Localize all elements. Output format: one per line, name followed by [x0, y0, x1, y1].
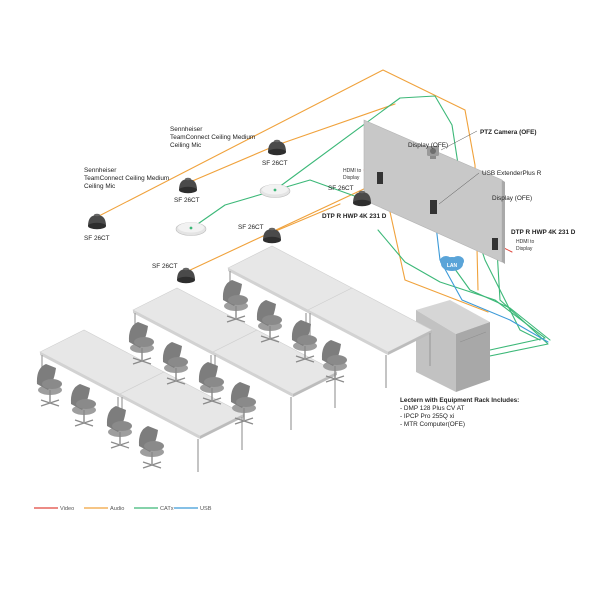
audio-cable-spk4 [270, 203, 341, 234]
diagram-labels: Sennheiser TeamConnect Ceiling Medium Ce… [84, 126, 576, 428]
catx-cable-dtp-right [479, 249, 549, 359]
speaker-2-label: SF 26CT [174, 197, 200, 204]
display-left-label: Display (OFE) [408, 142, 448, 149]
mic-right-label-line2: TeamConnect Ceiling Medium [170, 134, 255, 141]
display-wall: LAN [363, 119, 505, 271]
lan-label: LAN [447, 263, 458, 269]
mic-left-label-line3: Ceiling Mic [84, 183, 116, 190]
lectern [416, 300, 490, 392]
classroom-tables [39, 245, 433, 473]
ceiling-speakers [88, 139, 371, 284]
dtp-receiver-right-device [492, 238, 498, 250]
display-panel-edge [502, 180, 505, 264]
mic-right-label-line3: Ceiling Mic [170, 142, 202, 149]
hdmi-left-label-line2: Display [343, 175, 360, 181]
table [119, 371, 245, 473]
lectern-item-ipcp: - IPCP Pro 255Q xi [400, 413, 454, 420]
legend-usb-label: USB [200, 506, 212, 512]
lectern-side [456, 322, 490, 392]
speaker-3-label: SF 26CT [84, 235, 110, 242]
lectern-label-title: Lectern with Equipment Rack Includes: [400, 397, 519, 404]
legend-video-label: Video [60, 506, 74, 512]
speaker-1-icon [268, 139, 286, 156]
dtp-left-label: DTP R HWP 4K 231 D [322, 213, 387, 220]
hdmi-right-label-line2: Display [516, 246, 533, 252]
ptz-camera-icon [427, 146, 439, 159]
hdmi-right-label-line1: HDMI to [516, 239, 535, 245]
dtp-receiver-left-device [377, 172, 383, 184]
legend-catx-label: CATx [160, 506, 174, 512]
mic-left-label-line2: TeamConnect Ceiling Medium [84, 175, 169, 182]
display-right-label: Display (OFE) [492, 195, 532, 202]
lan-cloud-icon [440, 256, 464, 271]
speaker-5-label: SF 26CT [152, 263, 178, 270]
legend: Video Audio CATx USB [34, 506, 212, 512]
usb-extender-leader [438, 172, 480, 205]
mic-right-label-line1: Sennheiser [170, 126, 203, 133]
catx-cable-lan [451, 264, 551, 341]
chair [70, 383, 97, 427]
ptz-camera-label: PTZ Camera (OFE) [480, 129, 536, 136]
speaker-1-label: SF 26CT [262, 160, 288, 167]
lectern-top [416, 300, 490, 334]
lectern-rack-line [459, 331, 487, 343]
speaker-3-icon [88, 213, 106, 230]
chair [106, 405, 133, 449]
usb-extender-device [430, 200, 437, 214]
chair [138, 425, 165, 469]
usb-extender-label: USB ExtenderPlus R [482, 170, 542, 177]
speaker-5-icon [177, 267, 195, 284]
dtp-right-label: DTP R HWP 4K 231 D [511, 229, 576, 236]
speaker-4-label: SF 26CT [238, 224, 264, 231]
lectern-item-mtr: - MTR Computer(OFE) [400, 421, 465, 428]
chair [36, 363, 63, 407]
ceiling-mic-right-icon [259, 184, 291, 198]
legend-audio-label: Audio [110, 506, 124, 512]
catx-cable-dtp-left [377, 229, 546, 351]
ceiling-mic-left-icon [175, 222, 207, 236]
hdmi-left-label-line1: HDMI to [343, 168, 362, 174]
catx-cable-mic-right [274, 95, 541, 341]
audio-cable-front-row [185, 179, 489, 313]
ptz-camera-leader [440, 130, 478, 151]
ceiling-mics [175, 184, 291, 236]
mic-left-label-line1: Sennheiser [84, 167, 117, 174]
speaker-6-label: SF 26CT [328, 185, 354, 192]
lectern-item-dmp: - DMP 128 Plus CV AT [400, 405, 464, 412]
